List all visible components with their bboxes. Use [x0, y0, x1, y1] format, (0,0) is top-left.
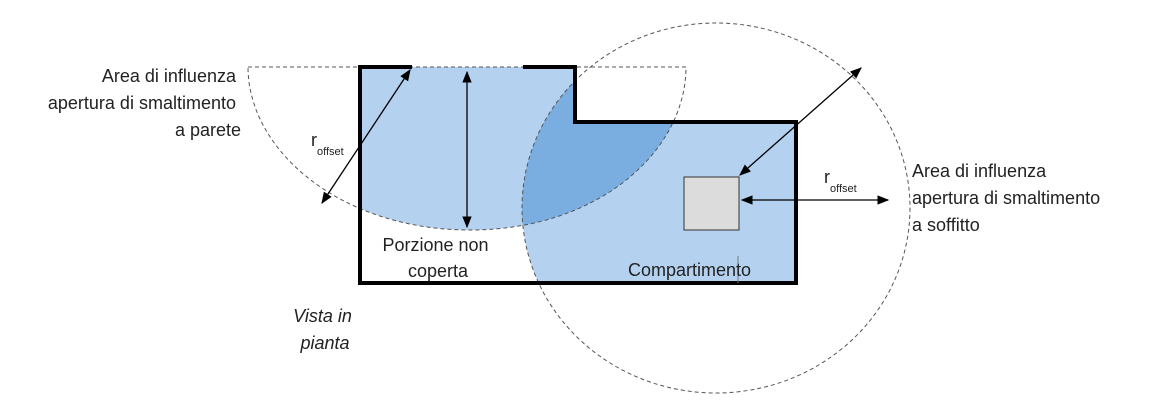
wall-opening-influence-boundary	[247, 66, 687, 231]
wall-offset-arrow	[321, 69, 411, 204]
offset-subscript: offset	[317, 146, 344, 158]
ceiling-area-line-3: a soffitto	[912, 215, 980, 235]
wall-area-label: Area di influenza apertura di smaltiment…	[48, 66, 241, 140]
plan-view-label: Vista in pianta	[293, 306, 357, 353]
uncovered-line-1: Porzione non	[382, 235, 488, 255]
wall-offset-label: roffset	[311, 130, 344, 158]
ceiling-opening-influence-boundary	[521, 22, 911, 394]
r-symbol: r	[311, 130, 317, 150]
uncovered-portion-label: Porzione non coperta	[382, 235, 493, 281]
compartment-label: Compartimento	[628, 260, 751, 280]
ceiling-area-line-1: Area di influenza	[912, 161, 1047, 181]
ceiling-offset-label: roffset	[824, 167, 857, 195]
ceiling-area-line-2: apertura di smaltimento	[912, 188, 1100, 208]
plan-view-line-2: pianta	[299, 333, 349, 353]
ceiling-area-label: Area di influenza apertura di smaltiment…	[912, 161, 1105, 235]
uncovered-line-2: coperta	[408, 261, 469, 281]
wall-area-line-2: apertura di smaltimento	[48, 93, 236, 113]
plan-view-line-1: Vista in	[293, 306, 352, 326]
ceiling-diagonal-arrow	[739, 67, 862, 176]
ceiling-opening	[683, 176, 740, 231]
r-symbol: r	[824, 167, 830, 187]
wall-area-line-3: a parete	[175, 120, 241, 140]
wall-area-line-1: Area di influenza	[102, 66, 237, 86]
offset-subscript: offset	[830, 183, 857, 195]
